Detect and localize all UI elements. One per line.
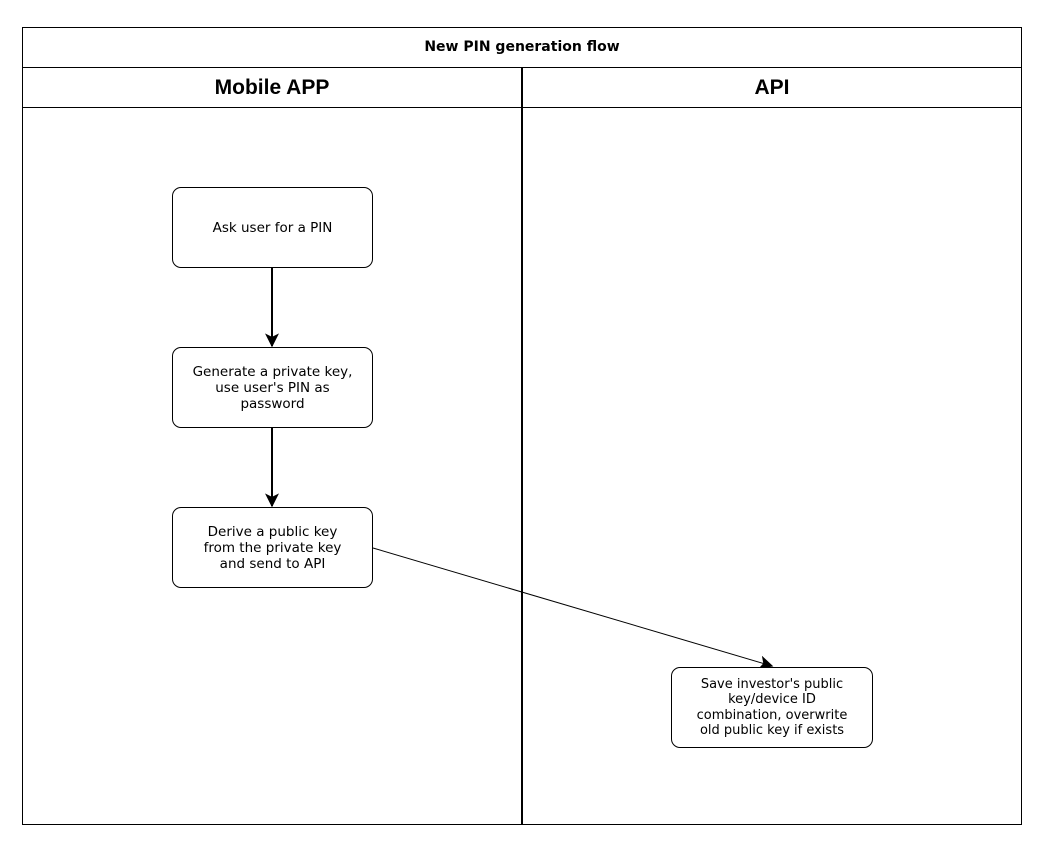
node-save-public-key: Save investor's public key/device ID com… bbox=[671, 667, 873, 748]
node-generate-private-key: Generate a private key, use user's PIN a… bbox=[172, 347, 373, 428]
lane-divider bbox=[521, 68, 523, 825]
node-derive-public-key: Derive a public key from the private key… bbox=[172, 507, 373, 588]
node-ask-pin: Ask user for a PIN bbox=[172, 187, 373, 268]
lane-header-mobile-app: Mobile APP bbox=[22, 68, 522, 108]
diagram-title: New PIN generation flow bbox=[22, 27, 1022, 68]
lane-header-api: API bbox=[522, 68, 1022, 108]
